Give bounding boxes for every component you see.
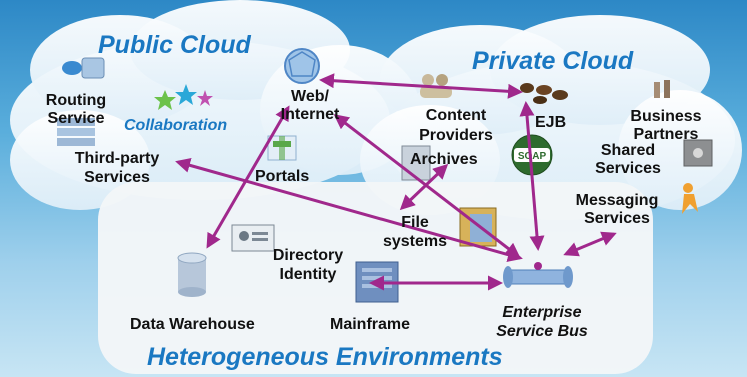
third-party-services-label: Third-party Services (74, 150, 160, 186)
messaging-services-label: Messaging Services (575, 192, 659, 227)
enterprise-service-bus-label: Enterprise Service Bus (496, 304, 588, 340)
coffee-beans-icon (520, 83, 568, 104)
business-partners-label: Business Partners (630, 108, 702, 143)
mainframe-label: Mainframe (330, 316, 411, 333)
content-providers-label: Content Providers (419, 107, 493, 144)
business-partners-icon (654, 80, 670, 98)
public-cloud-title: Public Cloud (98, 31, 251, 59)
web-globe-icon (284, 48, 320, 84)
shared-services-icon (683, 139, 713, 167)
portals-label: Portals (255, 168, 310, 185)
archives-label: Archives (410, 151, 478, 168)
directory-identity-label: Directory Identity (272, 247, 344, 283)
messaging-icon (682, 183, 698, 214)
file-systems-label: File systems (382, 214, 448, 250)
arrow-web-ejb (319, 73, 523, 99)
third-party-icon (57, 118, 95, 146)
private-cloud-title: Private Cloud (472, 47, 634, 75)
esb-pipe-icon (503, 262, 573, 288)
arrow-ejb-esb (519, 101, 545, 251)
shared-services-label: Shared Services (595, 142, 661, 177)
collaboration-icon (154, 84, 213, 110)
arrow-messaging-esb (563, 231, 617, 257)
heterogeneous-title: Heterogeneous Environments (147, 343, 503, 371)
data-warehouse-label: Data Warehouse (130, 316, 255, 333)
collaboration-label: Collaboration (124, 117, 228, 134)
web-internet-label: Web/ Internet (280, 88, 340, 123)
arrow-archives-file (399, 163, 449, 211)
ejb-label: EJB (535, 114, 567, 131)
routing-icon (62, 57, 105, 79)
routing-service-label: Routing Service (45, 92, 107, 127)
